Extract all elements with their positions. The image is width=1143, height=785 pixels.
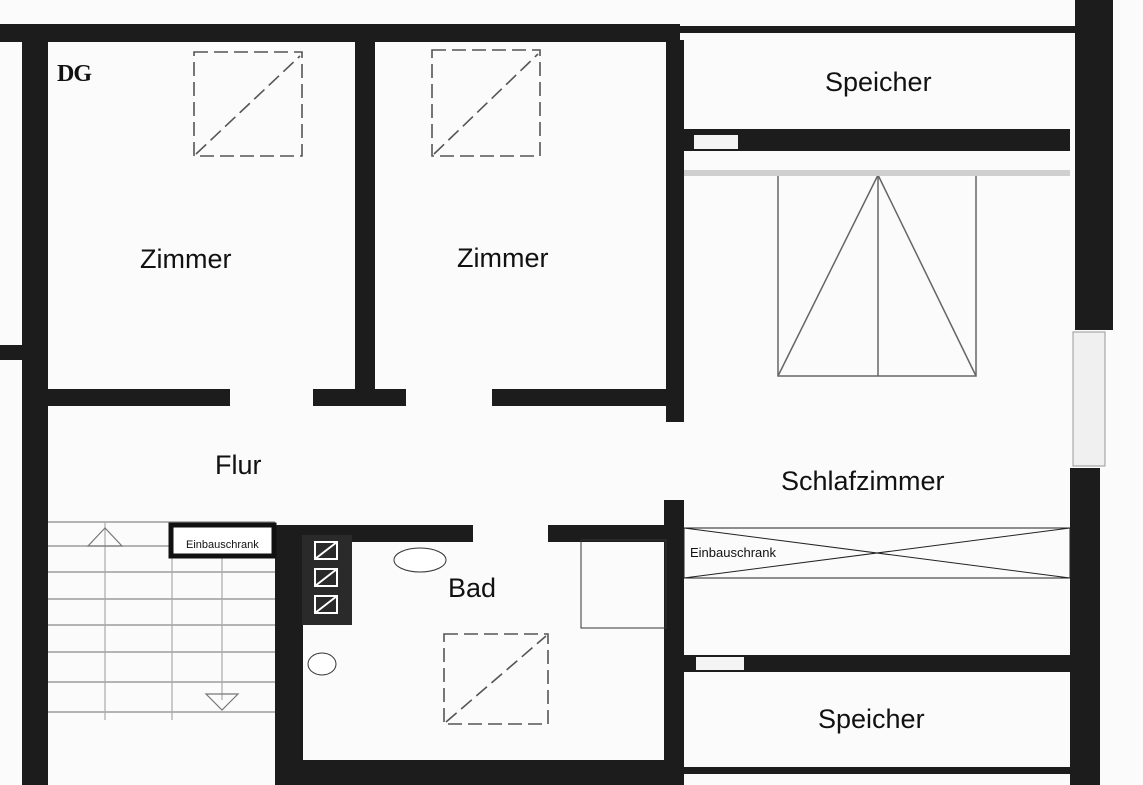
stair-arrow-down-icon bbox=[204, 693, 240, 711]
skylight-zimmer-left bbox=[193, 51, 303, 157]
wall-stub-west bbox=[0, 345, 22, 360]
wall-speicher-top-south bbox=[684, 129, 1070, 151]
floor-label: DG bbox=[57, 61, 92, 87]
room-label-flur: Flur bbox=[215, 450, 262, 480]
wall-bad-north-right bbox=[548, 525, 668, 542]
wall-east-of-zimmer bbox=[666, 40, 684, 422]
wall-bad-west bbox=[275, 525, 303, 785]
dormer-window bbox=[684, 170, 1070, 377]
closet-label-flur: Einbauschrank bbox=[186, 539, 259, 551]
wall-zimmer-right-south bbox=[492, 389, 668, 406]
room-label-schlafzimmer: Schlafzimmer bbox=[781, 466, 945, 496]
closet-label-schlafzimmer: Einbauschrank bbox=[690, 545, 776, 560]
closet-flur bbox=[168, 522, 277, 559]
wall-bad-south bbox=[303, 760, 668, 785]
room-label-speicher-bottom: Speicher bbox=[818, 704, 925, 734]
room-label-bad: Bad bbox=[448, 573, 497, 603]
wall-zimmer-mid-south bbox=[313, 389, 406, 406]
wall-west bbox=[22, 42, 48, 785]
room-label-zimmer-right: Zimmer bbox=[457, 243, 549, 273]
shower-outline bbox=[580, 539, 667, 629]
stair-arrow-up-icon bbox=[86, 527, 124, 547]
wall-east-lower bbox=[1070, 468, 1100, 785]
toilet-icon bbox=[307, 652, 337, 676]
wall-east-upper bbox=[1075, 0, 1113, 330]
shaft-vents bbox=[314, 541, 338, 614]
skylights bbox=[193, 49, 549, 725]
sink-icon bbox=[393, 547, 447, 573]
speicher-top-hatch bbox=[694, 135, 738, 149]
skylight-bad bbox=[443, 633, 549, 725]
room-label-speicher-top: Speicher bbox=[825, 67, 932, 97]
wall-between-zimmer bbox=[355, 42, 375, 392]
window-east bbox=[1072, 331, 1106, 467]
room-label-zimmer-left: Zimmer bbox=[140, 244, 232, 274]
eave-line-bottom bbox=[680, 767, 1090, 774]
closet-schlafzimmer bbox=[683, 527, 1071, 579]
skylight-zimmer-right bbox=[431, 49, 541, 157]
bath-fixtures bbox=[307, 539, 667, 676]
speicher-bottom-hatch bbox=[696, 657, 744, 670]
eave-line-top bbox=[680, 26, 1082, 33]
wall-zimmer-left-south bbox=[48, 389, 230, 406]
walls bbox=[0, 0, 1113, 785]
wall-speicher-bottom-north bbox=[684, 655, 1070, 672]
wall-bad-east bbox=[664, 500, 684, 785]
wall-north bbox=[0, 24, 680, 42]
